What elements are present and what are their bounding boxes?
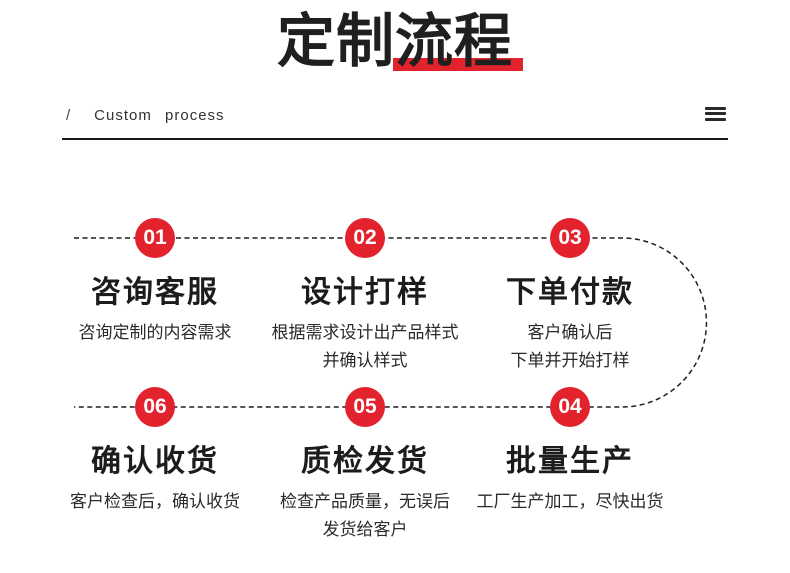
step-desc-line: 发货给客户 (322, 520, 408, 539)
step-desc-line: 检查产品质量，无误后 (280, 492, 450, 511)
step-desc-line: 下单并开始打样 (510, 351, 630, 370)
step-number-badge: 03 (550, 218, 590, 258)
page-title-highlight: 流程 (395, 9, 514, 74)
step-number-badge: 01 (135, 218, 175, 258)
step-desc: 咨询定制的内容需求 (35, 319, 275, 347)
page-title-prefix: 定制 (276, 9, 395, 74)
step-05: 05 质检发货 检查产品质量，无误后 发货给客户 (245, 387, 485, 544)
breadcrumb-text: Custom process (94, 106, 225, 124)
step-title: 设计打样 (301, 276, 429, 309)
page-title: 定制流程 (0, 0, 790, 75)
step-03: 03 下单付款 客户确认后 下单并开始打样 (450, 218, 690, 375)
step-title: 咨询客服 (91, 276, 219, 309)
step-number-badge: 05 (345, 387, 385, 427)
step-desc-line: 根据需求设计出产品样式 (271, 323, 459, 342)
hamburger-bar (705, 112, 726, 116)
step-number-badge: 06 (135, 387, 175, 427)
step-desc: 客户检查后，确认收货 (35, 488, 275, 516)
step-title: 质检发货 (301, 445, 429, 478)
breadcrumb: / Custom process (62, 106, 728, 140)
step-02: 02 设计打样 根据需求设计出产品样式 并确认样式 (245, 218, 485, 375)
step-06: 06 确认收货 客户检查后，确认收货 (35, 387, 275, 516)
step-title: 确认收货 (91, 445, 219, 478)
step-01: 01 咨询客服 咨询定制的内容需求 (35, 218, 275, 347)
step-desc-line: 客户确认后 (527, 323, 613, 342)
hamburger-bar (705, 106, 726, 110)
step-desc: 根据需求设计出产品样式 并确认样式 (245, 319, 485, 375)
step-number-badge: 02 (345, 218, 385, 258)
step-title: 批量生产 (506, 445, 634, 478)
hamburger-menu-icon[interactable] (705, 106, 726, 121)
step-title: 下单付款 (506, 276, 634, 309)
step-desc: 检查产品质量，无误后 发货给客户 (245, 488, 485, 544)
step-desc-line: 客户检查后，确认收货 (70, 492, 240, 511)
step-desc-line: 咨询定制的内容需求 (78, 323, 232, 342)
step-desc: 工厂生产加工，尽快出货 (450, 488, 690, 516)
breadcrumb-slash: / (66, 106, 71, 124)
step-desc: 客户确认后 下单并开始打样 (450, 319, 690, 375)
step-04: 04 批量生产 工厂生产加工，尽快出货 (450, 387, 690, 516)
step-desc-line: 并确认样式 (322, 351, 408, 370)
step-desc-line: 工厂生产加工，尽快出货 (476, 492, 664, 511)
step-number-badge: 04 (550, 387, 590, 427)
hamburger-bar (705, 117, 726, 121)
